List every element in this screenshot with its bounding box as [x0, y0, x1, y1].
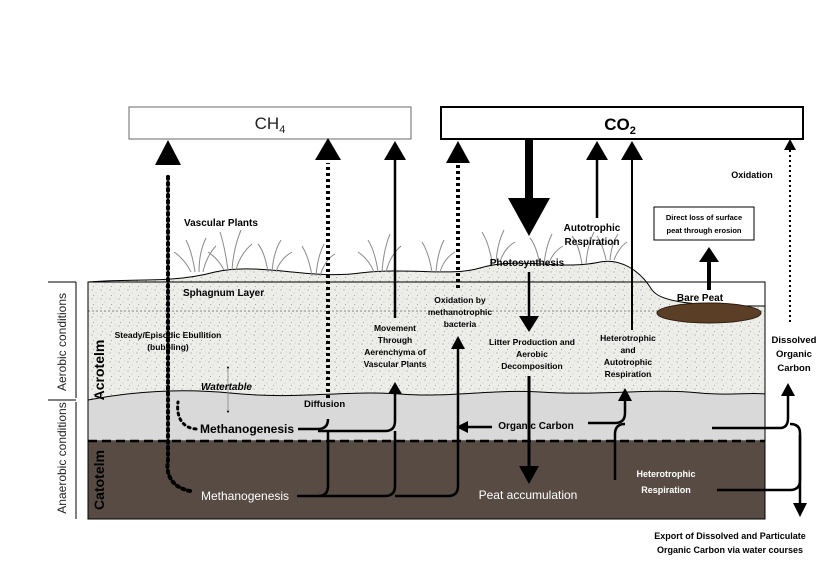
methanogenesis-upper-label: Methanogenesis [200, 422, 294, 436]
methanogenesis-to-oxidation-flow [395, 347, 460, 498]
photosynthesis-arrowhead [508, 198, 550, 236]
export-arrowhead [793, 503, 807, 517]
aerobic-conditions-label: Aerobic conditions [55, 293, 69, 391]
ch4-subscript: 4 [279, 124, 285, 136]
erosion-arrowhead [699, 247, 719, 262]
direct-loss-label-line1: Direct loss of surface [666, 213, 742, 222]
sphagnum-layer [87, 260, 766, 401]
litter-label-line1: Litter Production and [489, 337, 575, 347]
direct-loss-box [653, 206, 755, 241]
doc-label-line3: Carbon [777, 363, 810, 374]
diagram-labels: Vascular Plants Sphagnum Layer Steady/Ep… [115, 170, 817, 555]
methanotroph-label-line2: methanotrophic [428, 307, 492, 317]
flow-arrows [155, 138, 807, 517]
organic-carbon-label: Organic Carbon [498, 421, 574, 432]
methanotroph-oxidation-arrowhead [446, 141, 470, 163]
ebullition-flow [165, 173, 192, 493]
movement-label-line4: Vascular Plants [364, 359, 427, 369]
organic-carbon-left-arrowhead [456, 421, 468, 433]
het-auto-label-line2: and [620, 345, 635, 355]
diffusion-label: Diffusion [304, 399, 345, 410]
methanogenesis-upper-branch [318, 392, 397, 433]
photosynthesis-to-litter-arrowhead [519, 316, 539, 332]
autotrophic-respiration-arrowhead [586, 141, 608, 160]
bare-peat-mound [656, 302, 762, 324]
ebullition-label-line1: Steady/Episodic Ebullition [115, 330, 222, 340]
doc-oxidation-arrowhead [784, 139, 796, 150]
ebullition-label-line2: (bubbling) [147, 342, 189, 352]
autotrophic-label-line1: Autotrophic [564, 223, 621, 234]
aerenchyma-arrowhead [384, 141, 406, 160]
vascular-plants-label: Vascular Plants [184, 218, 258, 229]
export-label-line2: Organic Carbon via water courses [657, 545, 803, 555]
litter-to-peat-arrowhead [519, 466, 539, 484]
co2-box: CO2 [440, 106, 804, 140]
diagram-outline [87, 281, 766, 520]
heterotrophic-respiration-flow [613, 422, 626, 480]
organic-carbon-to-respiration-flow [588, 400, 627, 425]
methanotroph-label-line1: Oxidation by [434, 295, 486, 305]
bare-peat-label: Bare Peat [677, 293, 724, 304]
co2-subscript: 2 [630, 125, 636, 137]
methanogenesis-lower-label: Methanogenesis [201, 489, 289, 503]
methanotroph-lower-arrowhead [451, 336, 465, 349]
movement-label-line3: Aerenchyma of [364, 347, 426, 357]
peat-accumulation-label: Peat accumulation [479, 488, 578, 502]
doc-label-line1: Dissolved [772, 335, 817, 346]
autotrophic-label-line2: Respiration [564, 237, 619, 248]
vascular-plants-grass [173, 229, 628, 277]
methanogenesis-lower-branch [318, 431, 397, 498]
direct-loss-label-line2: peat through erosion [667, 226, 742, 235]
doc-label-line2: Organic [776, 349, 812, 360]
aerenchyma-upper-arrowhead [388, 382, 402, 394]
het-auto-respiration-arrowhead [621, 141, 643, 160]
heterotrophic-label-line2: Respiration [641, 485, 691, 495]
organic-carbon-respiration-arrowhead [618, 388, 632, 401]
watertable-label: Watertable [201, 382, 252, 393]
het-auto-label-line3: Autotrophic [604, 357, 652, 367]
diffusion-arrowhead [315, 138, 341, 160]
oxidation-label: Oxidation [731, 170, 773, 180]
svg-text:CH4: CH4 [255, 114, 286, 136]
doc-upward-arrowhead [781, 383, 795, 396]
ebullition-upper-dots [176, 400, 198, 431]
co2-label: CO [604, 115, 630, 134]
het-auto-label-line4: Respiration [605, 369, 652, 379]
movement-label-line2: Through [378, 335, 412, 345]
catotelm-label: Catotelm [91, 450, 107, 510]
ch4-label: CH [255, 114, 280, 133]
export-label-line1: Export of Dissolved and Particulate [654, 531, 806, 541]
photosynthesis-label: Photosynthesis [490, 258, 565, 269]
heterotrophic-label-line1: Heterotrophic [636, 469, 695, 479]
acrotelm-label: Acrotelm [91, 340, 107, 401]
saturated-zone [87, 390, 766, 442]
litter-label-line2: Aerobic [516, 349, 548, 359]
movement-label-line1: Movement [374, 323, 416, 333]
sphagnum-layer-label: Sphagnum Layer [183, 288, 264, 299]
litter-label-line3: Decomposition [501, 361, 562, 371]
methanotroph-label-line3: bacteria [444, 319, 477, 329]
ebullition-arrowhead [155, 140, 181, 165]
het-auto-label-line1: Heterotrophic [600, 333, 656, 343]
svg-text:CO2: CO2 [604, 115, 636, 137]
side-labels: Aerobic conditions Anaerobic conditions … [48, 281, 107, 519]
ch4-box: CH4 [128, 106, 412, 140]
doc-upward-flow [712, 396, 790, 430]
methanogenesis-upper-flow [298, 418, 330, 431]
catotelm-layer [88, 441, 765, 519]
anaerobic-conditions-label: Anaerobic conditions [55, 402, 69, 513]
ground-layers [87, 260, 766, 520]
